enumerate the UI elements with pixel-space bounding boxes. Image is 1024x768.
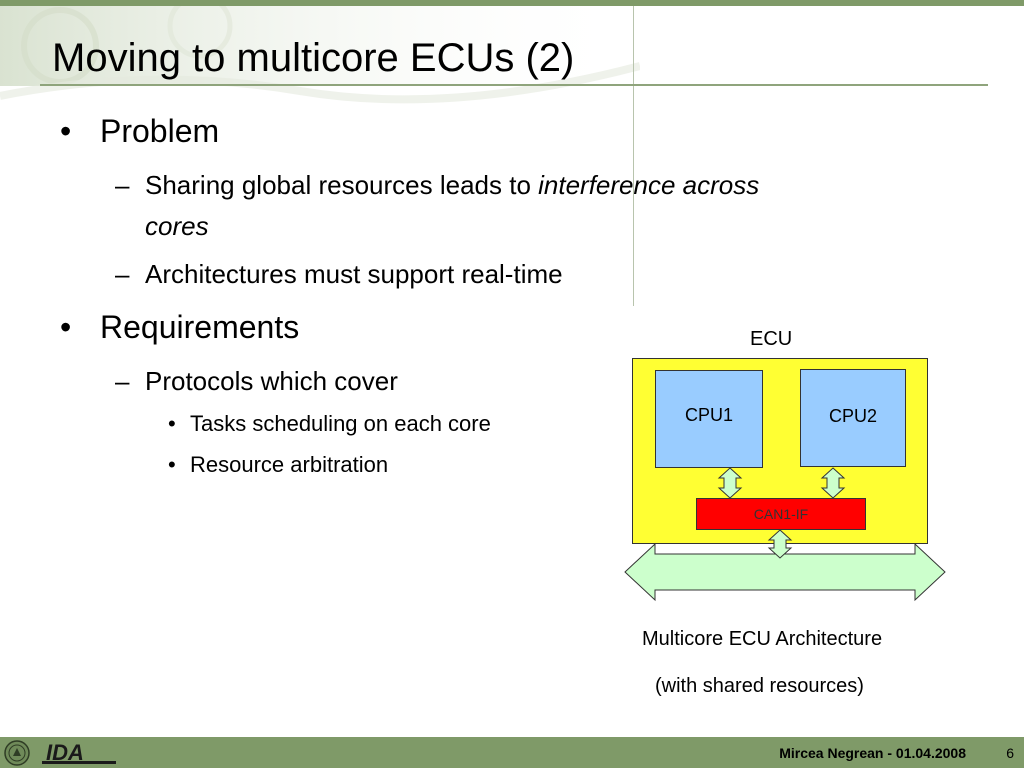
bullet-text-emphasis: cores [145,211,209,241]
dash-marker: – [115,366,130,396]
dash-marker: – [115,259,130,289]
title-underline [40,84,988,86]
diagram-caption-line2: (with shared resources) [655,675,864,697]
ida-logo: IDA [42,741,116,765]
bullet-marker: • [168,452,176,477]
bullet-marker: • [168,411,176,436]
university-seal-icon [4,740,30,766]
page-number: 6 [1006,745,1014,761]
bullet-text: Tasks scheduling on each core [190,411,491,436]
footer-bar: IDA Mircea Negrean - 01.04.2008 6 [0,737,1024,768]
ida-logo-text: IDA [46,741,84,765]
bullet-marker: • [60,113,72,149]
sub-bullet-sharing-continued: cores [145,211,209,241]
bullet-text-plain: Sharing global resources leads to [145,170,539,200]
can-interface-label: CAN1-IF [753,506,809,522]
vertical-guide-line [633,6,634,306]
diagram-caption-line1: Multicore ECU Architecture [642,628,883,650]
background-watermark-icon [0,6,640,104]
bullet-text: Sharing global resources leads to interf… [145,170,759,200]
cpu2-can-arrow-icon [820,467,846,499]
can-bus-arrow-icon [767,529,793,559]
cpu1-box: CPU1 [655,370,763,468]
cpu1-label: CPU1 [684,405,733,425]
bullet-text-emphasis: interference across [538,170,760,200]
connector-arrows [624,467,946,602]
slide-title: Moving to multicore ECUs (2) [52,36,575,80]
bullet-marker: • [60,309,72,345]
bullet-text: Problem [100,113,220,149]
footer-author-date: Mircea Negrean - 01.04.2008 [779,745,966,761]
cpu2-box: CPU2 [800,369,906,467]
ecu-label: ECU [750,328,793,350]
top-accent-bar [0,0,1024,6]
cpu2-label: CPU2 [828,406,877,426]
shared-bus-arrow-icon [624,542,946,602]
bullet-text: Architectures must support real-time [145,259,563,289]
bullet-text: Protocols which cover [145,366,398,396]
bullet-text: Requirements [100,309,300,345]
bullet-text: Resource arbitration [190,452,389,477]
cpu1-can-arrow-icon [717,467,743,499]
ecu-architecture-diagram: ECU CPU1 CPU2 CAN1-IF Multicore ECU Arch… [600,320,980,710]
can-interface-box: CAN1-IF [696,498,866,530]
dash-marker: – [115,170,130,200]
